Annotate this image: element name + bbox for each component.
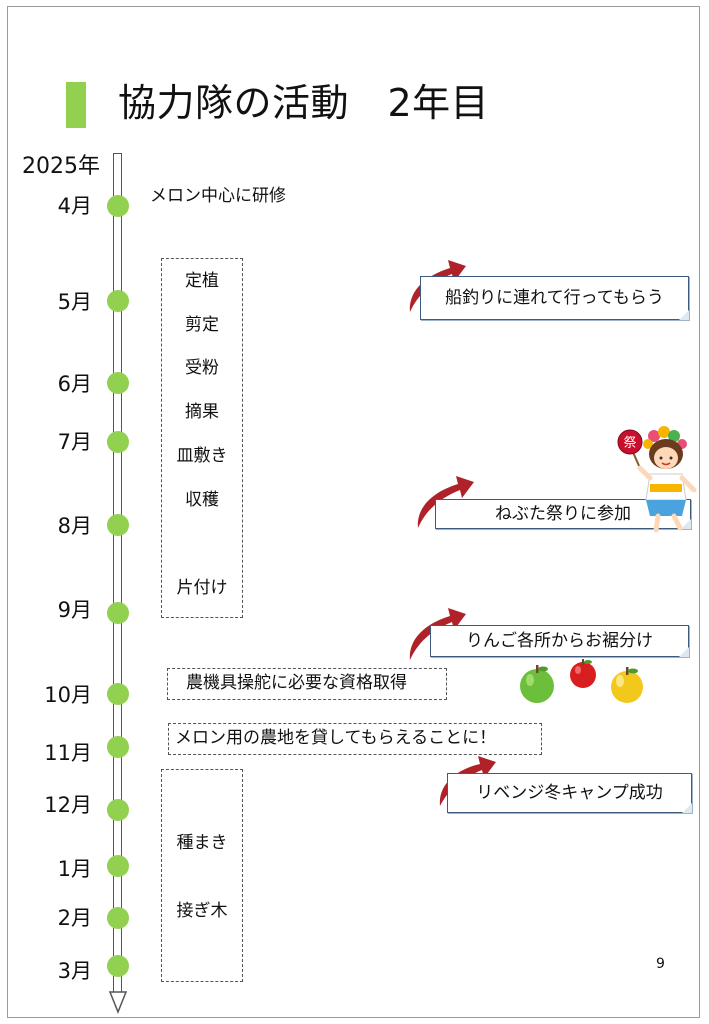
month-label: 2月 <box>57 906 92 930</box>
green-apple-icon <box>520 665 554 703</box>
page-frame <box>7 6 700 1018</box>
timeline-dot <box>107 799 129 821</box>
month-label: 1月 <box>57 857 92 881</box>
month-label: 5月 <box>57 290 92 314</box>
month-label: 9月 <box>57 598 92 622</box>
timeline-dot <box>107 955 129 977</box>
year-label: 2025年 <box>22 154 100 179</box>
month-label: 12月 <box>44 793 92 817</box>
yellow-apple-icon <box>611 667 643 703</box>
red-curved-arrow-icon <box>409 260 466 312</box>
event-callout: リベンジ冬キャンプ成功 <box>447 773 692 813</box>
event-callout: りんご各所からお裾分け <box>430 625 689 657</box>
task-april: メロン中心に研修 <box>150 186 286 206</box>
task-item: 受粉 <box>185 358 219 378</box>
month-label: 7月 <box>57 430 92 454</box>
timeline-arrow-icon <box>108 991 128 1014</box>
summer-tasks-box: 定植 剪定 受粉 摘果 皿敷き 収穫 片付け <box>161 258 243 618</box>
festival-badge-text: 祭 <box>623 436 636 451</box>
task-november: メロン用の農地を貸してもらえることに！ <box>168 723 542 755</box>
page-number: 9 <box>656 956 665 972</box>
month-label: 8月 <box>57 514 92 538</box>
red-curved-arrow-icon <box>409 608 466 660</box>
red-apple-icon <box>570 659 596 688</box>
month-label: 4月 <box>57 194 92 218</box>
timeline-dot <box>107 907 129 929</box>
timeline-dot <box>107 514 129 536</box>
task-item: 種まき <box>176 833 228 853</box>
title-accent-bar <box>66 82 86 128</box>
timeline-dot <box>107 855 129 877</box>
task-item: 皿敷き <box>176 446 228 466</box>
task-item: 剪定 <box>185 315 219 335</box>
winter-tasks-box: 種まき 接ぎ木 <box>161 769 243 982</box>
month-label: 10月 <box>44 683 92 707</box>
red-curved-arrow-icon <box>439 756 496 806</box>
timeline-dot <box>107 431 129 453</box>
page-fold-icon <box>681 519 691 529</box>
timeline-dot <box>107 683 129 705</box>
event-text: ねぶた祭りに参加 <box>495 504 631 524</box>
page-title: 協力隊の活動 2年目 <box>118 81 490 125</box>
month-label: 11月 <box>44 741 92 765</box>
timeline-dot <box>107 736 129 758</box>
timeline-dot <box>107 195 129 217</box>
month-label: 6月 <box>57 372 92 396</box>
task-item: 収穫 <box>185 490 219 510</box>
event-text: 船釣りに連れて行ってもらう <box>445 288 664 308</box>
task-item: 接ぎ木 <box>176 901 228 921</box>
timeline-dot <box>107 372 129 394</box>
task-item: 片付け <box>176 578 228 598</box>
event-callout: 船釣りに連れて行ってもらう <box>420 276 689 320</box>
task-october: 農機具操舵に必要な資格取得 <box>167 668 447 700</box>
event-text: りんご各所からお裾分け <box>466 631 653 651</box>
page-fold-icon <box>679 310 689 320</box>
page-fold-icon <box>682 803 692 813</box>
timeline-dot <box>107 602 129 624</box>
festival-dancer-icon: 祭 <box>617 426 697 533</box>
month-label: 3月 <box>57 959 92 983</box>
red-curved-arrow-icon <box>417 476 474 528</box>
page-fold-icon <box>679 647 689 657</box>
task-item: 摘果 <box>185 402 219 422</box>
task-item: 定植 <box>185 271 219 291</box>
timeline-dot <box>107 290 129 312</box>
event-text: リベンジ冬キャンプ成功 <box>476 783 663 803</box>
